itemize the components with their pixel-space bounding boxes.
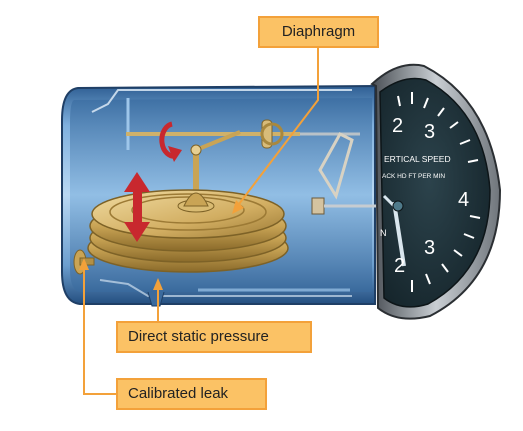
scale-number: 3	[424, 237, 435, 259]
dial-title: ERTICAL SPEED	[384, 154, 451, 164]
dial-lettering: 2 3 4 3 2 ERTICAL SPEED ACK HD FT PER MI…	[380, 115, 469, 277]
scale-number: 2	[394, 255, 405, 277]
static-port	[147, 291, 165, 307]
double-headed-vertical-arrow-icon	[124, 172, 150, 242]
leader-lines	[83, 48, 319, 395]
scale-number: 4	[458, 189, 469, 211]
dial-side-letter: N	[380, 228, 387, 238]
diaphragm	[87, 189, 289, 273]
scale-number: 3	[424, 121, 435, 143]
leader-arrowheads	[79, 200, 244, 290]
calibrated-leak-label: Calibrated leak	[116, 378, 267, 410]
diaphragm-label: Diaphragm	[258, 16, 379, 48]
scale-number: 2	[392, 115, 403, 137]
dial-subtitle: ACK HD FT PER MIN	[382, 173, 445, 180]
curved-rotation-arrow-icon	[159, 121, 177, 159]
rotation-arrowhead	[168, 146, 182, 162]
instrument-dial	[370, 63, 502, 320]
direct-static-pressure-label: Direct static pressure	[116, 321, 312, 353]
